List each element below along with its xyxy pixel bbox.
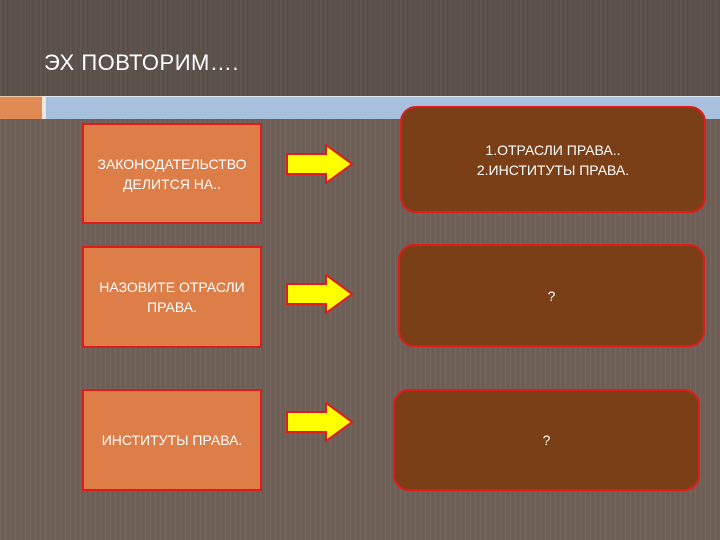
slide-title: ЭХ ПОВТОРИМ…. [44,50,239,75]
left-box-legislation: ЗАКОНОДАТЕЛЬСТВО ДЕЛИТСЯ НА.. [82,123,262,224]
left-box-text: ЗАКОНОДАТЕЛЬСТВО ДЕЛИТСЯ НА.. [97,155,247,192]
question-mark: ? [542,432,551,448]
accent-divider [42,96,46,119]
answer-line: 2.ИНСТИТУТЫ ПРАВА. [476,161,630,178]
right-box-question: ? [398,244,705,347]
left-box-text: ИНСТИТУТЫ ПРАВА. [101,432,243,448]
question-mark: ? [547,287,556,304]
accent-line [46,96,720,97]
right-box-question: ? [393,389,700,491]
header-band [0,0,720,96]
right-box-answer: 1.ОТРАСЛИ ПРАВА.. 2.ИНСТИТУТЫ ПРАВА. [400,106,706,213]
right-arrow-icon [286,274,354,314]
answer-text: 1.ОТРАСЛИ ПРАВА.. 2.ИНСТИТУТЫ ПРАВА. [477,140,629,180]
left-box-text: НАЗОВИТЕ ОТРАСЛИ ПРАВА. [99,279,245,315]
right-arrow-icon [286,144,354,184]
right-arrow-icon [286,402,354,442]
answer-line: 1.ОТРАСЛИ ПРАВА.. [485,141,621,158]
left-box-institutions: ИНСТИТУТЫ ПРАВА. [82,389,262,491]
left-box-name-branches: НАЗОВИТЕ ОТРАСЛИ ПРАВА. [82,246,262,348]
accent-bar-orange [0,97,42,119]
accent-line [0,96,42,97]
